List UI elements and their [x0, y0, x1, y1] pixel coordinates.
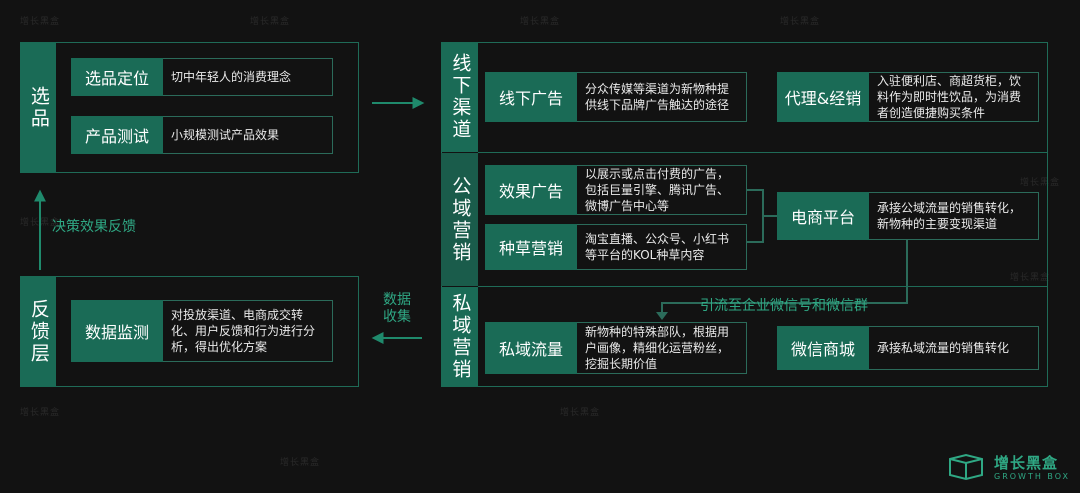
flow-line: [661, 240, 908, 314]
bracket-to-ecom: [747, 189, 778, 243]
tag-monitoring: 数据监测: [71, 300, 163, 362]
offline-title: 线下渠道: [441, 42, 478, 152]
watermark: 增长黑盒: [20, 408, 61, 418]
tag-private-traffic: 私域流量: [485, 322, 577, 374]
data-collect-label: 数据收集: [383, 292, 411, 325]
tag-seeding: 种草营销: [485, 224, 577, 270]
watermark: 增长黑盒: [20, 17, 61, 27]
desc-ecom: 承接公域流量的销售转化，新物种的主要变现渠道: [877, 201, 1022, 231]
desc-perf-ads: 以展示或点击付费的广告，包括巨量引擎、腾讯广告、微博广告中心等: [585, 167, 730, 213]
desc-monitoring: 对投放渠道、电商成交转化、用户反馈和行为进行分析，得出优化方案: [171, 308, 316, 354]
tag-perf-ads: 效果广告: [485, 165, 577, 215]
flow-label: 引流至企业微信号和微信群: [700, 298, 868, 314]
tag-testing: 产品测试: [71, 116, 163, 154]
watermark: 增长黑盒: [280, 458, 321, 468]
watermark: 增长黑盒: [520, 17, 561, 27]
desc-seeding: 淘宝直播、公众号、小红书等平台的KOL种草内容: [585, 232, 730, 262]
tag-wechat-mall: 微信商城: [777, 326, 869, 370]
feedback-arrow-label: 决策效果反馈: [52, 219, 136, 235]
private-title: 私域营销: [441, 287, 478, 387]
desc-private-traffic: 新物种的特殊部队，根据用户画像，精细化运营粉丝，挖掘长期价值: [585, 325, 730, 371]
desc-wechat-mall: 承接私域流量的销售转化: [877, 341, 1010, 355]
desc-testing: 小规模测试产品效果: [171, 128, 280, 142]
tag-offline-ads: 线下广告: [485, 72, 577, 122]
watermark: 增长黑盒: [250, 17, 291, 27]
feedback-title: 反馈层: [20, 276, 56, 387]
desc-agency: 入驻便利店、商超货柜，饮料作为即时性饮品，为消费者创造便捷购买条件: [877, 74, 1022, 120]
watermark: 增长黑盒: [560, 408, 601, 418]
flow-arrowhead: [656, 312, 668, 320]
watermark: 增长黑盒: [780, 17, 821, 27]
tag-positioning: 选品定位: [71, 58, 163, 96]
brand-logo-icon: [946, 451, 986, 481]
select-title: 选品: [20, 42, 56, 173]
watermark: 增长黑盒: [1010, 273, 1051, 283]
tag-ecom: 电商平台: [777, 192, 869, 240]
divider-2: [478, 286, 1048, 287]
tag-agency: 代理&经销: [777, 72, 869, 122]
brand-name: 增长黑盒: [994, 454, 1059, 472]
divider-1: [478, 152, 1048, 153]
public-title: 公域营销: [441, 153, 478, 286]
desc-offline-ads: 分众传媒等渠道为新物种提供线下品牌广告触达的途径: [585, 82, 730, 112]
desc-positioning: 切中年轻人的消费理念: [171, 70, 292, 84]
brand-sub: GROWTH BOX: [994, 472, 1071, 481]
watermark: 增长黑盒: [1020, 178, 1061, 188]
